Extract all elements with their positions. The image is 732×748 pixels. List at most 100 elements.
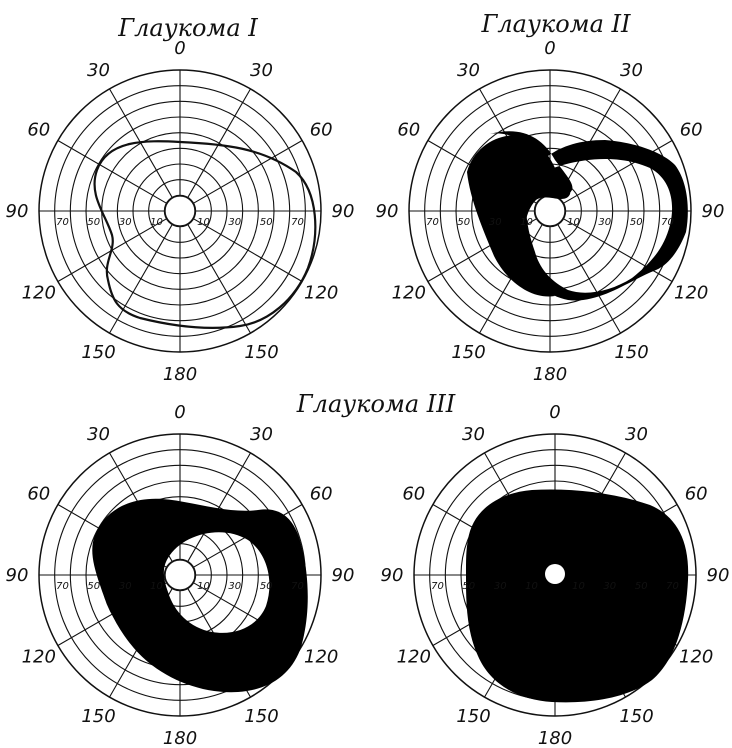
meridian-label: 30	[462, 424, 485, 445]
meridian-label: 30	[250, 60, 273, 81]
meridian-label: 0	[174, 402, 185, 423]
central-island	[545, 564, 565, 584]
meridian-label: 0	[544, 38, 555, 59]
radial-scale-label: 30	[603, 581, 616, 592]
radial-scale-label: 70	[56, 581, 69, 592]
meridian-label: 90	[381, 565, 404, 586]
meridian-label: 60	[685, 484, 708, 505]
meridian-label: 120	[397, 647, 431, 668]
meridian-label: 180	[163, 728, 197, 748]
meridian-label: 30	[87, 424, 110, 445]
radial-scale-label: 50	[87, 581, 100, 592]
meridian-label: 30	[620, 60, 643, 81]
fixation-center	[164, 195, 196, 227]
visual-field-boundary	[93, 140, 317, 329]
radial-scale-label: 10	[567, 217, 580, 228]
polar-grid	[38, 69, 322, 353]
meridian-label: 60	[27, 484, 50, 505]
meridian-label: 150	[614, 342, 648, 363]
radial-scale-label: 50	[260, 581, 273, 592]
radial-scale-label: 10	[150, 581, 163, 592]
meridian-label: 90	[332, 201, 355, 222]
radial-scale-label: 50	[630, 217, 643, 228]
meridian-line	[187, 224, 251, 334]
meridian-label: 150	[81, 342, 115, 363]
meridian-label: 30	[250, 424, 273, 445]
radial-scale-label: 10	[520, 217, 533, 228]
meridian-label: 30	[87, 60, 110, 81]
title-glaucoma-2: Глаукома II	[481, 10, 632, 38]
radial-scale-label: 50	[462, 581, 475, 592]
radial-scale-label: 70	[291, 217, 304, 228]
meridian-label: 60	[402, 484, 425, 505]
radial-scale-label: 70	[56, 217, 69, 228]
meridian-label: 30	[457, 60, 480, 81]
polar-grid	[408, 69, 692, 353]
meridian-label: 120	[674, 283, 708, 304]
meridian-label: 150	[244, 706, 278, 727]
meridian-line	[563, 140, 673, 204]
meridian-line	[187, 88, 251, 198]
radial-scale-label: 30	[228, 581, 241, 592]
radial-scale-label: 10	[572, 581, 585, 592]
meridian-label: 120	[392, 283, 426, 304]
meridian-line	[557, 224, 621, 334]
meridian-label: 120	[679, 647, 713, 668]
meridian-line	[109, 224, 173, 334]
radial-scale-label: 10	[197, 581, 210, 592]
title-glaucoma-1: Глаукома I	[117, 14, 258, 42]
meridian-label: 60	[397, 120, 420, 141]
meridian-label: 60	[27, 120, 50, 141]
meridian-line	[187, 452, 251, 562]
meridian-label: 60	[310, 484, 333, 505]
meridian-label: 120	[304, 647, 338, 668]
meridian-label: 150	[81, 706, 115, 727]
meridian-label: 150	[244, 342, 278, 363]
meridian-label: 90	[6, 201, 29, 222]
meridian-label: 90	[376, 201, 399, 222]
meridian-label: 0	[549, 402, 560, 423]
radial-scale-label: 70	[666, 581, 679, 592]
meridian-label: 120	[304, 283, 338, 304]
meridian-label: 150	[619, 706, 653, 727]
meridian-label: 180	[163, 364, 197, 385]
ring-scotoma	[92, 498, 308, 693]
meridian-label: 60	[310, 120, 333, 141]
fixation-center	[534, 195, 566, 227]
radial-scale-label: 10	[197, 217, 210, 228]
fixation-center	[164, 559, 196, 591]
paracentral-scotoma	[467, 135, 571, 297]
meridian-label: 90	[6, 565, 29, 586]
meridian-label: 60	[680, 120, 703, 141]
meridian-label: 30	[625, 424, 648, 445]
radial-scale-label: 30	[494, 581, 507, 592]
meridian-line	[57, 140, 167, 204]
radial-scale-label: 70	[661, 217, 674, 228]
meridian-label: 120	[22, 647, 56, 668]
meridian-label: 150	[456, 706, 490, 727]
radial-scale-label: 30	[489, 217, 502, 228]
meridian-label: 180	[538, 728, 572, 748]
title-glaucoma-3: Глаукома III	[296, 390, 456, 418]
radial-scale-label: 30	[119, 581, 132, 592]
radial-scale-label: 10	[150, 217, 163, 228]
meridian-label: 90	[702, 201, 725, 222]
meridian-label: 0	[174, 38, 185, 59]
radial-scale-label: 30	[119, 217, 132, 228]
radial-scale-label: 50	[260, 217, 273, 228]
meridian-line	[193, 140, 303, 204]
meridian-line	[563, 218, 673, 282]
meridian-label: 90	[707, 565, 730, 586]
meridian-label: 150	[451, 342, 485, 363]
radial-scale-label: 70	[426, 217, 439, 228]
meridian-label: 180	[533, 364, 567, 385]
